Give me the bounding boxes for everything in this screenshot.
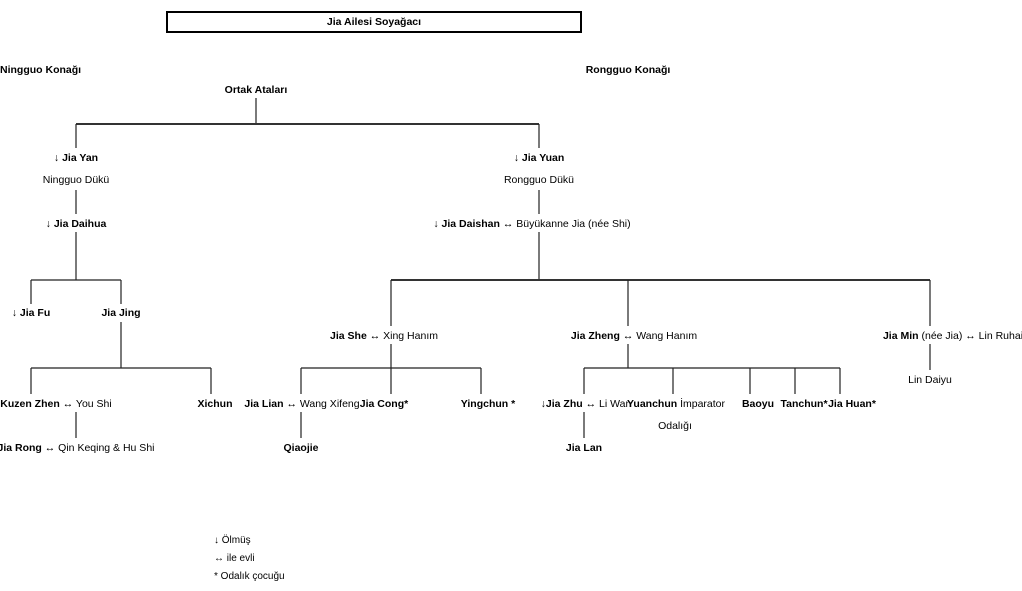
legend-concubine-child: * Odalık çocuğu <box>214 571 285 582</box>
node-jia-yan-title: Ningguo Dükü <box>42 174 110 186</box>
node-jia-lan: Jia Lan <box>565 442 603 454</box>
diagram-title: Jia Ailesi Soyağacı <box>166 11 582 33</box>
node-jia-lian: Jia Lian ↔ Wang Xifeng <box>244 398 359 411</box>
node-tanchun: Tanchun* <box>780 398 828 410</box>
node-jia-rong: Jia Rong ↔ Qin Keqing & Hu Shi <box>0 442 155 455</box>
node-jia-min-name: Jia Min <box>882 330 919 342</box>
node-xichun: Xichun <box>197 398 233 410</box>
node-kuzen-zhen-name: Kuzen Zhen <box>0 398 60 410</box>
node-qiaojie: Qiaojie <box>283 442 319 454</box>
node-jia-min-spouse: ↔ Lin Ruhai <box>965 330 1022 342</box>
node-yuanchun-title-line2: Odalığı <box>658 420 692 432</box>
node-jia-jing: Jia Jing <box>101 307 141 319</box>
node-jia-daishan-spouse: ↔ Büyükanne Jia (née Shi) <box>502 218 631 230</box>
node-common-ancestors: Ortak Ataları <box>224 84 288 96</box>
node-jia-daishan-name: ↓ Jia Daishan <box>433 218 500 230</box>
node-jia-rong-spouse: ↔ Qin Keqing & Hu Shi <box>44 442 155 454</box>
node-jia-yuan-title: Rongguo Dükü <box>503 174 575 186</box>
node-jia-yan: ↓ Jia Yan <box>53 152 99 164</box>
legend-deceased: ↓ Ölmüş <box>214 535 251 546</box>
node-jia-min-note: (née Jia) <box>921 330 963 342</box>
node-jia-daishan: ↓ Jia Daishan ↔ Büyükanne Jia (née Shi) <box>433 218 630 231</box>
node-jia-zheng-spouse: ↔ Wang Hanım <box>622 330 698 342</box>
legend-married: ↔ ile evli <box>214 553 255 564</box>
node-jia-daihua: ↓ Jia Daihua <box>45 218 107 230</box>
node-jia-min: Jia Min (née Jia) ↔ Lin Ruhai <box>883 330 1022 343</box>
node-yuanchun: Yuanchun İmparator <box>627 398 725 411</box>
node-jia-she-name: Jia She <box>330 330 367 342</box>
node-jia-rong-name: Jia Rong <box>0 442 42 454</box>
node-jia-huan: Jia Huan* <box>828 398 876 410</box>
node-jia-yuan: ↓ Jia Yuan <box>513 152 565 164</box>
node-jia-zhu-name: ↓Jia Zhu <box>540 398 583 410</box>
node-jia-she: Jia She ↔ Xing Hanım <box>330 330 438 343</box>
node-jia-zheng: Jia Zheng ↔ Wang Hanım <box>571 330 697 343</box>
house-label-ningguo: Ningguo Konağı <box>0 64 82 76</box>
node-jia-zhu: ↓Jia Zhu ↔ Li Wan <box>541 398 632 411</box>
legend: ↓ Ölmüş ↔ ile evli * Odalık çocuğu <box>214 532 285 586</box>
house-label-rongguo: Rongguo Konağı <box>585 64 671 76</box>
node-jia-zheng-name: Jia Zheng <box>570 330 620 342</box>
node-jia-cong: Jia Cong* <box>359 398 409 410</box>
node-jia-fu: ↓ Jia Fu <box>11 307 51 319</box>
node-jia-zhu-spouse: ↔ Li Wan <box>585 398 632 410</box>
node-kuzen-zhen: Kuzen Zhen ↔ You Shi <box>0 398 111 411</box>
node-yuanchun-title: İmparator <box>680 398 726 410</box>
node-jia-lian-name: Jia Lian <box>244 398 284 410</box>
node-baoyu: Baoyu <box>741 398 775 410</box>
node-jia-lian-spouse: ↔ Wang Xifeng <box>286 398 360 410</box>
node-yingchun: Yingchun * <box>460 398 516 410</box>
node-yuanchun-name: Yuanchun <box>626 398 678 410</box>
node-kuzen-zhen-spouse: ↔ You Shi <box>62 398 112 410</box>
node-lin-daiyu: Lin Daiyu <box>908 374 952 386</box>
node-jia-she-spouse: ↔ Xing Hanım <box>369 330 438 342</box>
diagram-title-text: Jia Ailesi Soyağacı <box>326 16 422 28</box>
